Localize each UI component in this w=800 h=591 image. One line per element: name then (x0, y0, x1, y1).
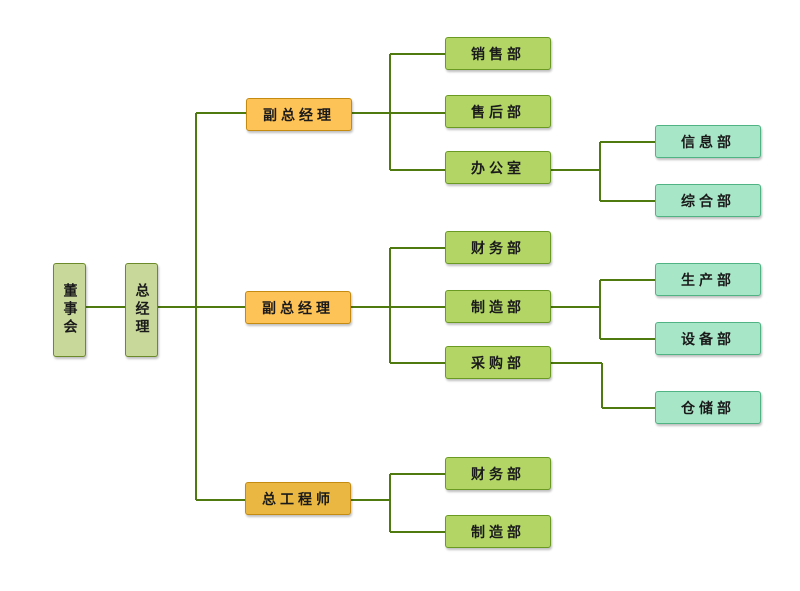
node-warehouse[interactable]: 仓储部 (655, 391, 761, 424)
node-purchasing[interactable]: 采购部 (445, 346, 551, 379)
node-chief-engineer[interactable]: 总工程师 (245, 482, 351, 515)
node-vice-general-manager-1[interactable]: 副总经理 (246, 98, 352, 131)
node-equipment[interactable]: 设备部 (655, 322, 761, 355)
node-manufacturing-1[interactable]: 制造部 (445, 290, 551, 323)
node-finance-1[interactable]: 财务部 (445, 231, 551, 264)
node-general-affairs[interactable]: 综合部 (655, 184, 761, 217)
node-office[interactable]: 办公室 (445, 151, 551, 184)
node-information[interactable]: 信息部 (655, 125, 761, 158)
node-board[interactable]: 董事会 (53, 263, 86, 357)
node-sales[interactable]: 销售部 (445, 37, 551, 70)
node-vice-general-manager-2[interactable]: 副总经理 (245, 291, 351, 324)
node-finance-2[interactable]: 财务部 (445, 457, 551, 490)
node-manufacturing-2[interactable]: 制造部 (445, 515, 551, 548)
node-after-sales[interactable]: 售后部 (445, 95, 551, 128)
node-general-manager[interactable]: 总经理 (125, 263, 158, 357)
node-production[interactable]: 生产部 (655, 263, 761, 296)
